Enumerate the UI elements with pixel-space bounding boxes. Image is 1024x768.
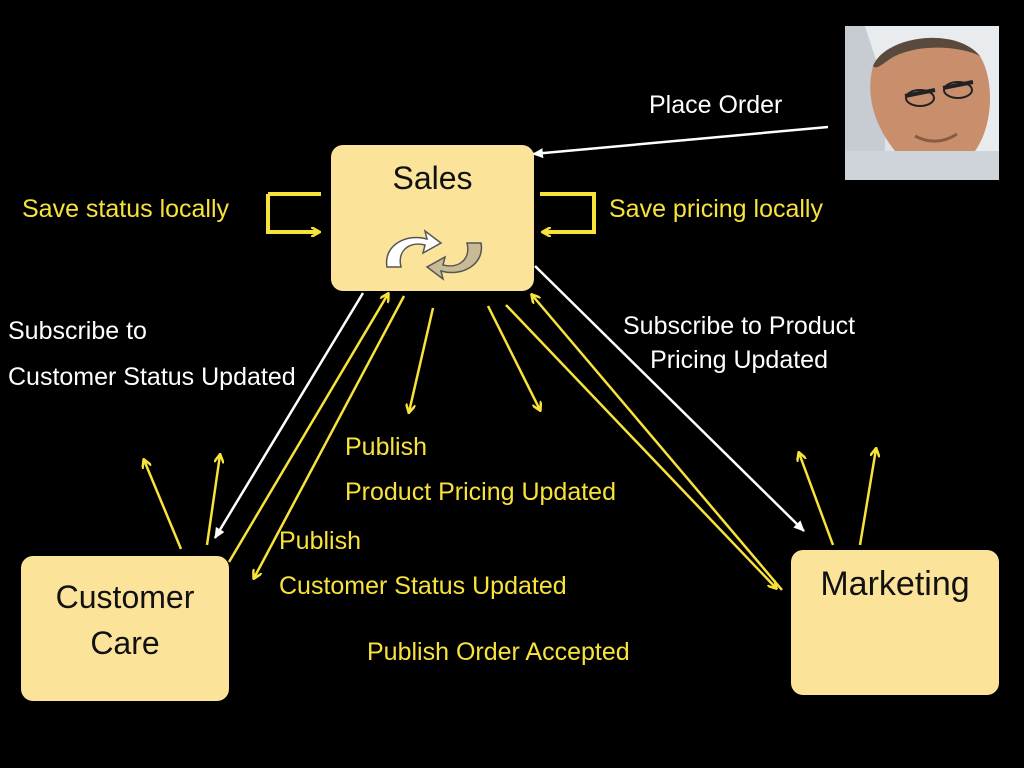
publish-pp-arrow <box>409 307 435 412</box>
refresh-cycle-icon <box>385 229 483 281</box>
person-photo <box>845 26 999 180</box>
save-pricing-loop-arrow <box>540 192 596 232</box>
marketing-node-label: Marketing <box>820 565 970 603</box>
subscribe-cs-label-line2: Customer Status Updated <box>8 363 296 391</box>
cc-publish-arrow-2 <box>205 455 220 546</box>
place-order-label: Place Order <box>649 91 783 119</box>
publish-pp-label-line2: Product Pricing Updated <box>345 478 616 506</box>
subscribe-pp-label: Subscribe to Product Pricing Updated <box>623 312 856 374</box>
publish-pp-to-mk-arrow-b <box>505 304 776 588</box>
marketing-node: Marketing <box>791 550 999 695</box>
save-pricing-label: Save pricing locally <box>609 195 823 223</box>
publish-pp-label-line1: Publish <box>345 433 427 461</box>
sales-node: Sales <box>331 145 534 291</box>
customer-care-node: Customer Care <box>21 556 229 701</box>
publish-pp-to-mk-arrow-a <box>532 295 783 591</box>
person-photo-image <box>845 26 999 180</box>
mk-publish-arrow-1 <box>799 453 835 546</box>
publish-cs-arrow-b <box>254 295 406 578</box>
subscribe-cs-arrow <box>213 292 365 539</box>
publish-cs-arrow-a <box>227 294 388 563</box>
save-status-label: Save status locally <box>22 195 230 223</box>
publish-order-accepted-label: Publish Order Accepted <box>367 638 630 666</box>
place-order-arrow <box>532 125 829 159</box>
subscribe-cs-label-line1: Subscribe to <box>8 317 147 345</box>
publish-oa-arrow <box>486 305 540 410</box>
publish-cs-label-line2: Customer Status Updated <box>279 572 567 600</box>
subscribe-pp-arrow <box>534 265 805 532</box>
mk-publish-arrow-2 <box>858 449 876 546</box>
sales-node-label: Sales <box>392 160 473 196</box>
publish-cs-label-line1: Publish <box>279 527 361 555</box>
cc-publish-arrow-1 <box>144 460 183 550</box>
customer-care-node-label: Customer Care <box>55 579 195 661</box>
save-status-loop-arrow <box>266 192 321 232</box>
